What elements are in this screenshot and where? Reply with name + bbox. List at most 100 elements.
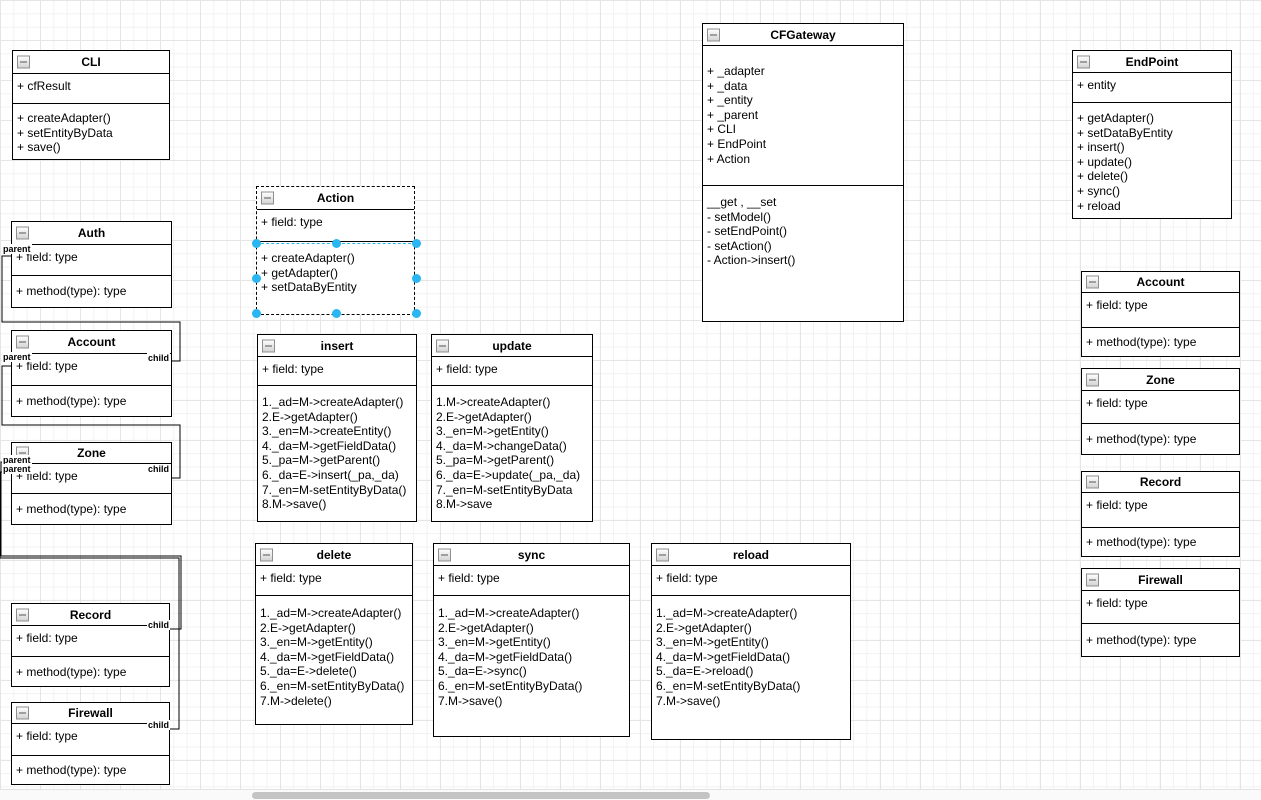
selection-handle[interactable] (251, 273, 261, 283)
collapse-minus-icon[interactable] (261, 191, 274, 205)
record-left-methods-section[interactable]: + method(type): type (12, 657, 169, 686)
action-methods-section[interactable]: + createAdapter()+ getAdapter()+ setData… (257, 242, 414, 314)
class-title-row[interactable]: insert (258, 335, 416, 357)
selection-handle[interactable] (411, 308, 421, 318)
class-zone-right[interactable]: Zone+ field: type+ method(type): type (1081, 368, 1240, 455)
selection-handle[interactable] (251, 308, 261, 318)
delete-methods-section[interactable]: 1._ad=M->createAdapter()2.E->getAdapter(… (256, 596, 412, 724)
class-record-left[interactable]: Record+ field: type+ method(type): type (11, 603, 170, 687)
scrollbar-thumb[interactable] (252, 792, 710, 799)
edge-label-parent[interactable]: parent (2, 244, 32, 254)
collapse-minus-icon[interactable] (17, 55, 30, 69)
zone-right-methods-section[interactable]: + method(type): type (1082, 424, 1239, 454)
edge-label-parent[interactable]: parent (2, 464, 32, 474)
endpoint-fields-section[interactable]: + entity (1073, 73, 1231, 103)
collapse-minus-icon[interactable] (707, 28, 720, 41)
endpoint-methods-section[interactable]: + getAdapter()+ setDataByEntity+ insert(… (1073, 103, 1231, 218)
cfgateway-fields-section[interactable]: + _adapter+ _data+ _entity+ _parent+ CLI… (703, 46, 903, 186)
class-title-row[interactable]: Firewall (1082, 569, 1239, 591)
class-cli[interactable]: CLI+ cfResult+ createAdapter()+ setEntit… (12, 50, 170, 160)
record-left-fields-section[interactable]: + field: type (12, 626, 169, 657)
class-cfgateway[interactable]: CFGateway+ _adapter+ _data+ _entity+ _pa… (702, 23, 904, 322)
selection-handle[interactable] (251, 238, 261, 248)
selection-handle[interactable] (411, 273, 421, 283)
selection-handle[interactable] (331, 238, 341, 248)
class-title-row[interactable]: update (432, 335, 592, 357)
account-right-methods-section[interactable]: + method(type): type (1082, 328, 1239, 356)
action-fields-section[interactable]: + field: type (257, 210, 414, 242)
auth-fields-section[interactable]: + field: type (12, 245, 171, 276)
collapse-minus-icon[interactable] (1077, 55, 1090, 68)
class-action[interactable]: Action+ field: type+ createAdapter()+ ge… (256, 186, 415, 315)
reload-methods-section[interactable]: 1._ad=M->createAdapter()2.E->getAdapter(… (652, 596, 850, 739)
edge-label-parent[interactable]: parent (2, 352, 32, 362)
collapse-minus-icon[interactable] (16, 226, 29, 240)
edge-label-child[interactable]: child (147, 720, 171, 730)
collapse-minus-icon[interactable] (16, 608, 29, 621)
collapse-minus-icon[interactable] (262, 339, 275, 352)
collapse-minus-icon[interactable] (1086, 573, 1099, 586)
class-title-row[interactable]: Zone (1082, 369, 1239, 391)
cfgateway-methods-section[interactable]: __get , __set- setModel()- setEndPoint()… (703, 186, 903, 321)
collapse-minus-icon[interactable] (16, 335, 29, 349)
class-title-row[interactable]: Record (12, 604, 169, 626)
auth-methods-section[interactable]: + method(type): type (12, 276, 171, 307)
sync-methods-section[interactable]: 1._ad=M->createAdapter()2.E->getAdapter(… (434, 596, 629, 736)
account-left-fields-section[interactable]: + field: type (12, 354, 171, 386)
zone-right-fields-section[interactable]: + field: type (1082, 391, 1239, 424)
firewall-right-methods-section[interactable]: + method(type): type (1082, 624, 1239, 656)
class-auth[interactable]: Auth+ field: type+ method(type): type (11, 221, 172, 308)
class-firewall-left[interactable]: Firewall+ field: type+ method(type): typ… (11, 702, 170, 785)
update-fields-section[interactable]: + field: type (432, 357, 592, 386)
class-title-row[interactable]: Record (1082, 472, 1239, 493)
class-title-row[interactable]: Action (257, 187, 414, 210)
collapse-minus-icon[interactable] (260, 548, 273, 561)
collapse-minus-icon[interactable] (1086, 373, 1099, 386)
class-endpoint[interactable]: EndPoint+ entity+ getAdapter()+ setDataB… (1072, 50, 1232, 219)
class-title-row[interactable]: Auth (12, 222, 171, 245)
selection-handle[interactable] (411, 238, 421, 248)
firewall-left-fields-section[interactable]: + field: type (12, 724, 169, 756)
class-title-row[interactable]: Firewall (12, 703, 169, 724)
class-title-row[interactable]: EndPoint (1073, 51, 1231, 73)
class-title-row[interactable]: CFGateway (703, 24, 903, 46)
class-account-left[interactable]: Account+ field: type+ method(type): type (11, 330, 172, 417)
collapse-minus-icon[interactable] (1086, 275, 1099, 289)
horizontal-scrollbar[interactable] (0, 789, 1261, 800)
collapse-minus-icon[interactable] (438, 548, 451, 561)
insert-methods-section[interactable]: 1._ad=M->createAdapter()2.E->getAdapter(… (258, 386, 416, 521)
edge-label-child[interactable]: child (147, 620, 171, 630)
account-left-methods-section[interactable]: + method(type): type (12, 386, 171, 416)
record-right-methods-section[interactable]: + method(type): type (1082, 528, 1239, 556)
class-account-right[interactable]: Account+ field: type+ method(type): type (1081, 271, 1240, 357)
record-right-fields-section[interactable]: + field: type (1082, 493, 1239, 528)
class-title-row[interactable]: reload (652, 544, 850, 566)
class-record-right[interactable]: Record+ field: type+ method(type): type (1081, 471, 1240, 557)
cli-methods-section[interactable]: + createAdapter()+ setEntityByData+ save… (13, 104, 169, 159)
account-right-fields-section[interactable]: + field: type (1082, 293, 1239, 328)
class-title-row[interactable]: CLI (13, 51, 169, 74)
edge-label-child[interactable]: child (147, 464, 171, 474)
firewall-right-fields-section[interactable]: + field: type (1082, 591, 1239, 624)
reload-fields-section[interactable]: + field: type (652, 566, 850, 596)
zone-left-methods-section[interactable]: + method(type): type (12, 494, 171, 524)
class-title-row[interactable]: Zone (12, 443, 171, 464)
class-title-row[interactable]: Account (1082, 272, 1239, 293)
delete-fields-section[interactable]: + field: type (256, 566, 412, 596)
insert-fields-section[interactable]: + field: type (258, 357, 416, 386)
cli-fields-section[interactable]: + cfResult (13, 74, 169, 104)
selection-handle[interactable] (331, 308, 341, 318)
edge-label-child[interactable]: child (147, 353, 171, 363)
collapse-minus-icon[interactable] (436, 339, 449, 352)
class-title-row[interactable]: delete (256, 544, 412, 566)
update-methods-section[interactable]: 1.M->createAdapter()2.E->getAdapter()3._… (432, 386, 592, 521)
collapse-minus-icon[interactable] (16, 706, 29, 720)
class-firewall-right[interactable]: Firewall+ field: type+ method(type): typ… (1081, 568, 1240, 657)
collapse-minus-icon[interactable] (1086, 475, 1099, 489)
